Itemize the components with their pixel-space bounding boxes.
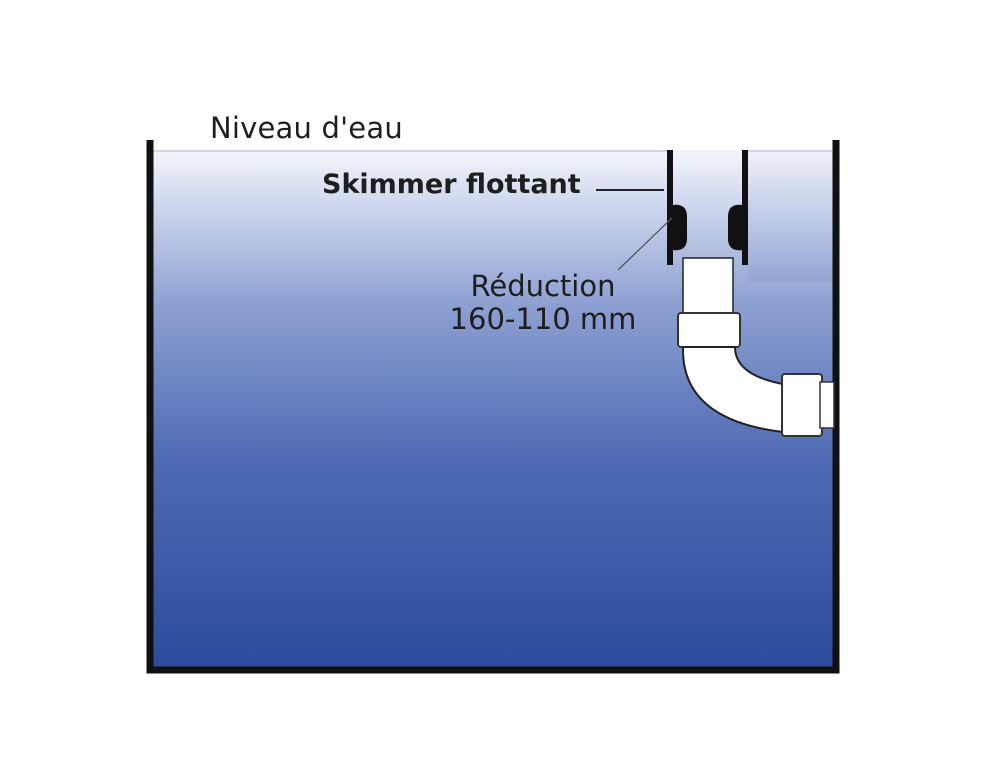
- reduction-label: Réduction 160-110 mm: [441, 270, 645, 336]
- water-level-label: Niveau d'eau: [210, 111, 403, 145]
- wall-coupling: [781, 373, 823, 437]
- skimmer-float-left: [672, 204, 687, 251]
- reduction-label-line1: Réduction: [470, 269, 616, 303]
- wall-coupling-end: [819, 381, 835, 429]
- vertical-pipe: [682, 257, 734, 315]
- skimmer-float-right: [728, 204, 743, 251]
- skimmer-label: Skimmer flottant: [322, 169, 581, 200]
- tank-outline: [146, 140, 840, 674]
- reduction-label-line2: 160-110 mm: [449, 302, 637, 336]
- elbow-pipe: [682, 346, 784, 434]
- reduction-leader-line: [617, 217, 673, 271]
- reduction-coupling: [677, 312, 741, 348]
